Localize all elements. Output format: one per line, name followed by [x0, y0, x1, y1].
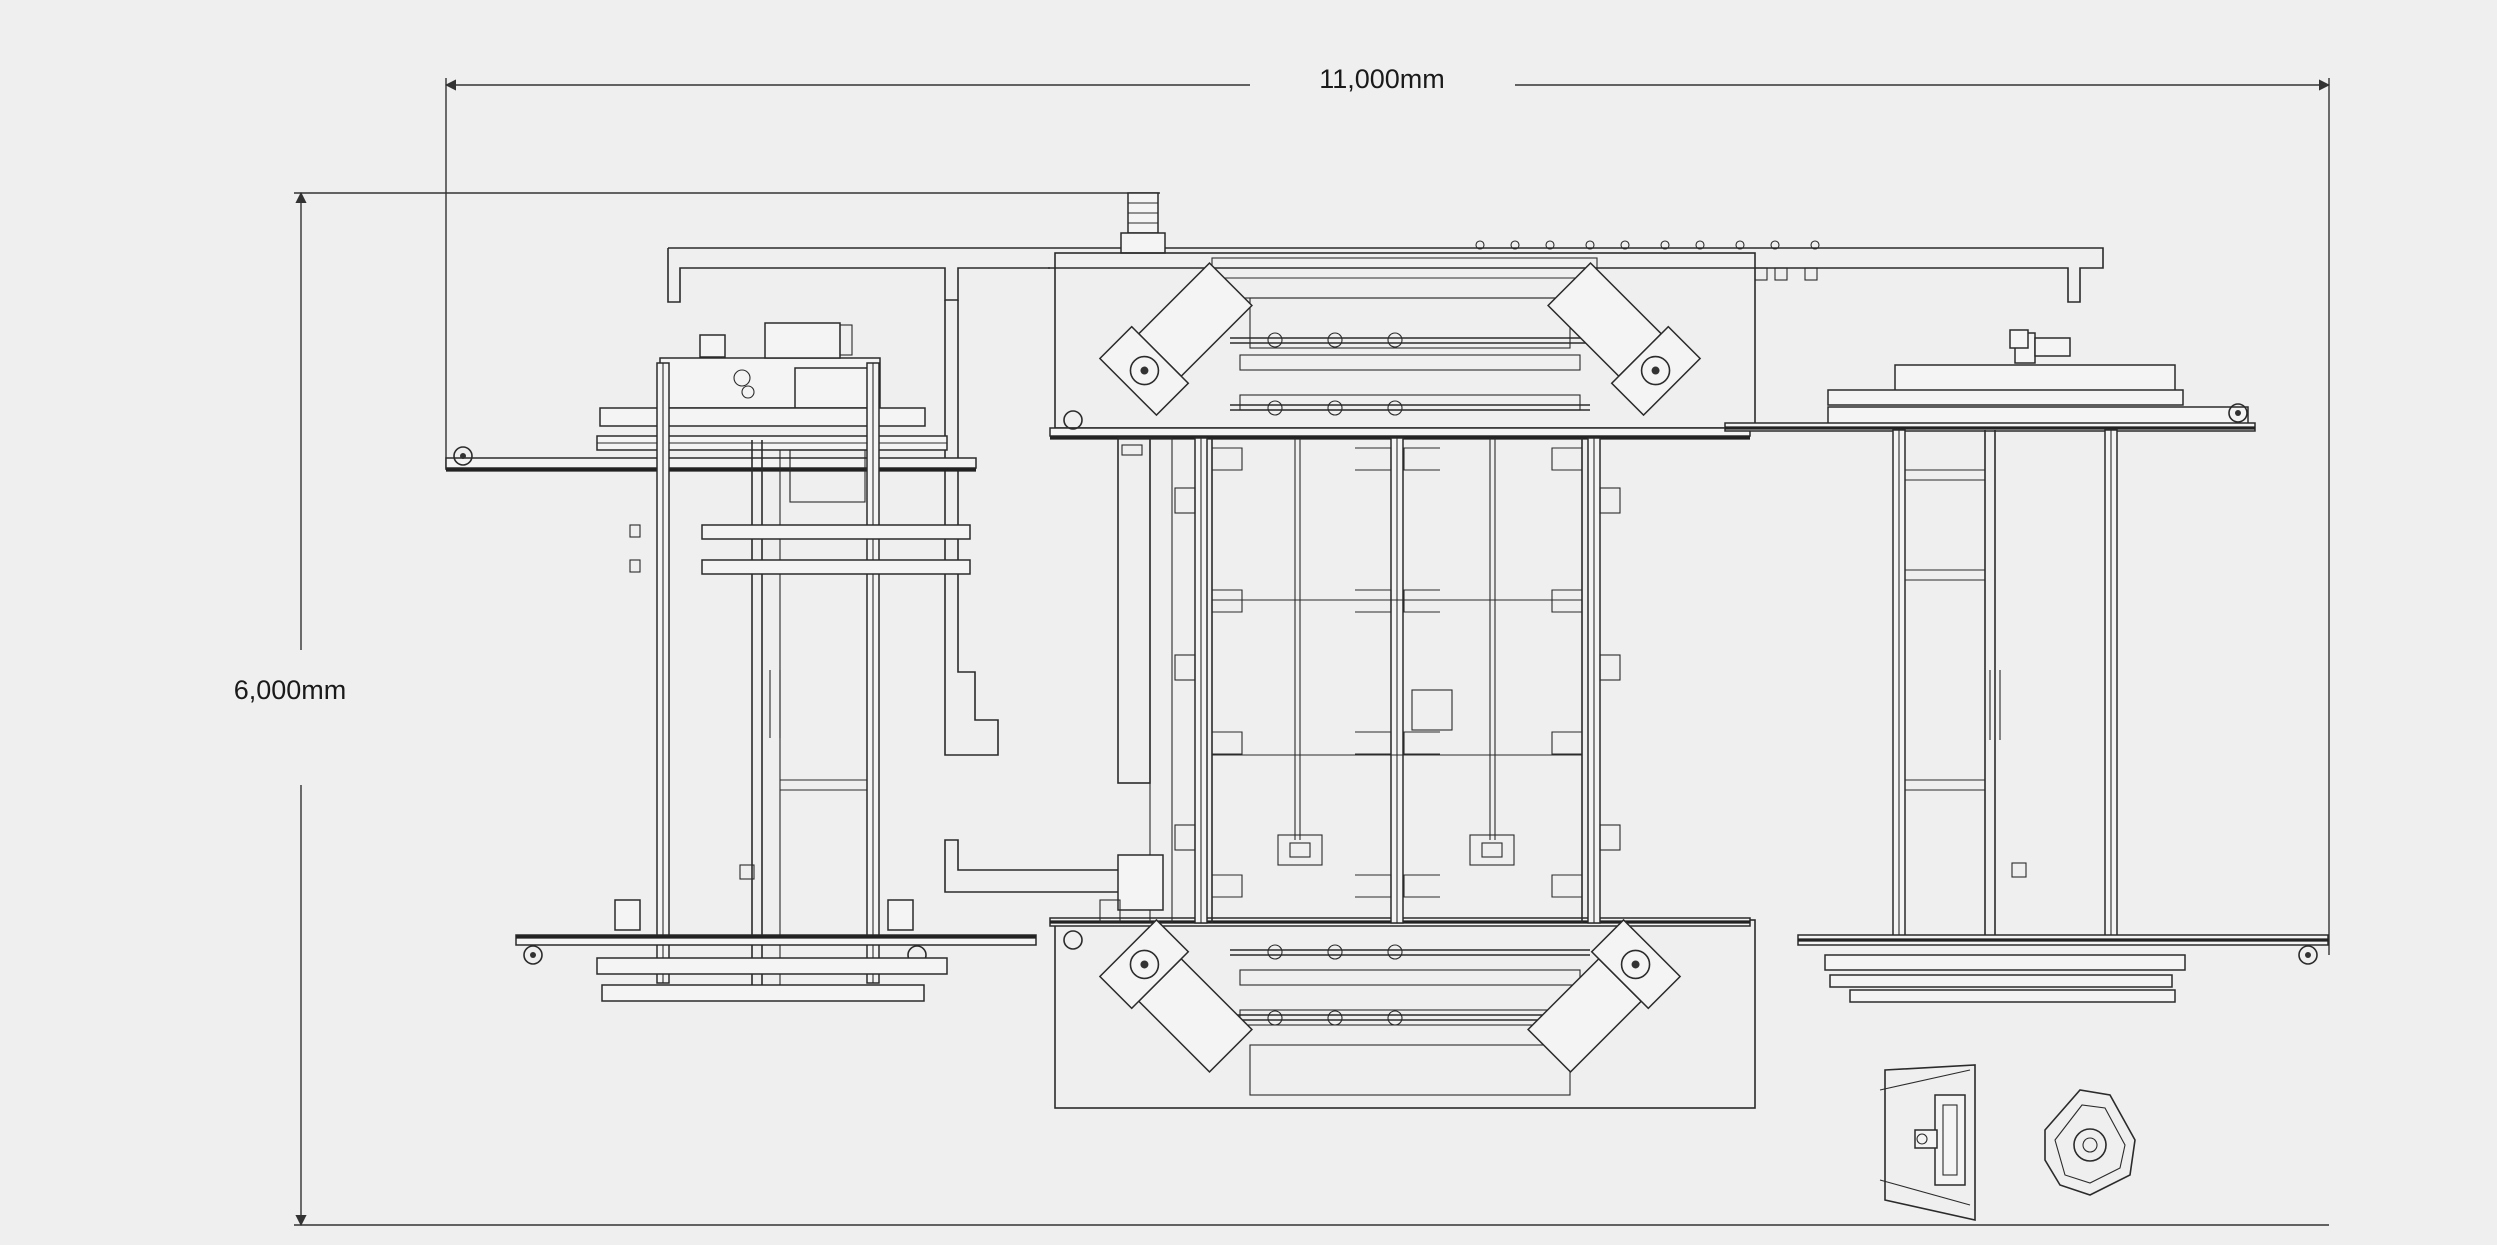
top-duct-frame [667, 192, 2104, 893]
width-dimension: 11,000mm [444, 64, 2331, 955]
height-dimension-label: 6,000mm [234, 675, 347, 705]
robot-head-top-right [1547, 262, 1702, 417]
motor-part [2044, 1089, 2136, 1196]
robot-head-bottom-right [1527, 918, 1682, 1073]
height-dimension: 6,000mm [234, 191, 2329, 1227]
robot-head-top-left [1098, 262, 1253, 417]
left-module [445, 322, 1037, 1002]
center-machine [1049, 252, 1756, 1109]
width-dimension-label: 11,000mm [1319, 64, 1445, 94]
bracket-part [1879, 1064, 1976, 1221]
robot-head-bottom-left [1098, 918, 1253, 1073]
right-module [1724, 329, 2329, 1003]
